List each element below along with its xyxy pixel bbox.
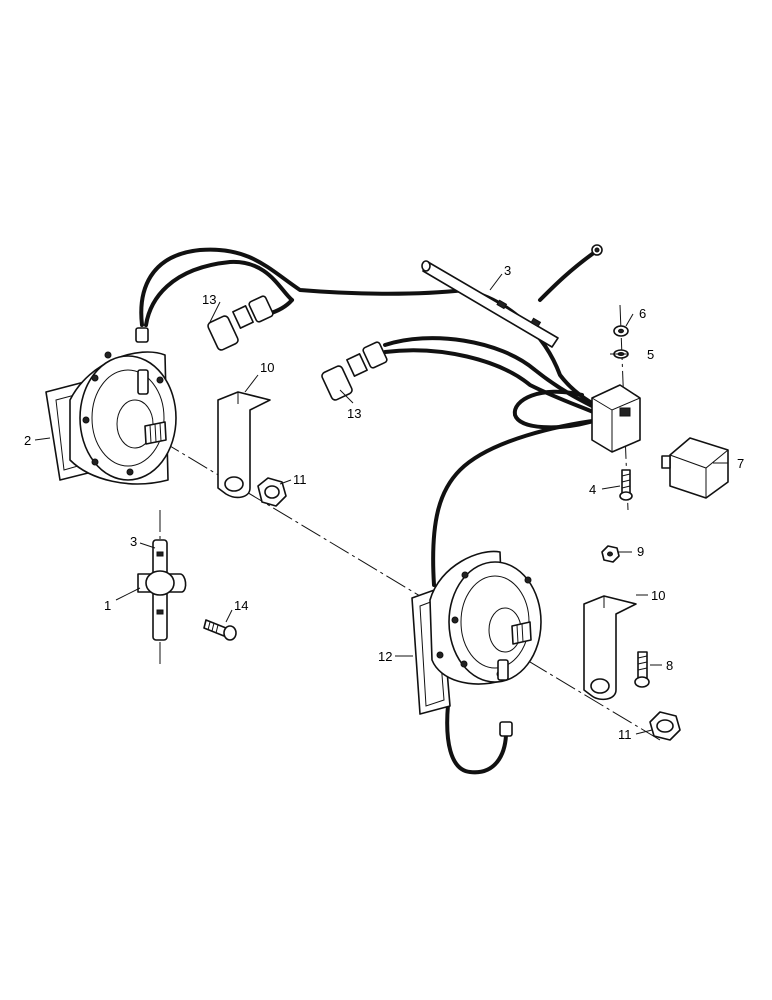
wiring-harness bbox=[139, 247, 607, 775]
bracket-lower bbox=[583, 595, 637, 701]
callout-2: 2 bbox=[24, 433, 31, 448]
callout-6: 6 bbox=[639, 306, 646, 321]
callout-8: 8 bbox=[666, 658, 673, 673]
callout-12: 12 bbox=[378, 649, 392, 664]
callout-1: 1 bbox=[104, 598, 111, 613]
clip-assembly bbox=[137, 539, 187, 641]
bolt-8 bbox=[634, 651, 650, 688]
relay bbox=[661, 437, 729, 499]
ring-terminal bbox=[591, 244, 603, 256]
callout-11-top: 11 bbox=[293, 472, 307, 487]
callouts: 2 13 13 10 11 3 6 5 7 4 3 1 14 12 9 10 8… bbox=[24, 263, 744, 742]
bracket-upper bbox=[217, 391, 271, 499]
callout-10-right: 10 bbox=[651, 588, 665, 603]
callout-14: 14 bbox=[234, 598, 248, 613]
callout-13-mid: 13 bbox=[347, 406, 361, 421]
clip-bolt bbox=[203, 619, 237, 641]
callout-4: 4 bbox=[589, 482, 596, 497]
callout-3-left: 3 bbox=[130, 534, 137, 549]
relay-bracket bbox=[591, 384, 641, 453]
callout-9: 9 bbox=[637, 544, 644, 559]
relay-nut bbox=[613, 325, 629, 337]
nut-9 bbox=[601, 545, 620, 563]
callout-13-left: 13 bbox=[202, 292, 216, 307]
connector-left bbox=[207, 295, 274, 351]
horn-right bbox=[411, 550, 542, 737]
nut-upper bbox=[257, 477, 287, 507]
callout-10-top: 10 bbox=[260, 360, 274, 375]
callout-7: 7 bbox=[737, 456, 744, 471]
nut-lower bbox=[649, 711, 681, 741]
relay-screw bbox=[619, 469, 633, 501]
callout-3-top: 3 bbox=[504, 263, 511, 278]
callout-5: 5 bbox=[647, 347, 654, 362]
horn-left bbox=[45, 327, 177, 485]
callout-11-bottom: 11 bbox=[618, 727, 632, 742]
harness-sleeve bbox=[421, 260, 559, 348]
connector-mid bbox=[321, 341, 388, 401]
leader-lines bbox=[34, 273, 728, 735]
